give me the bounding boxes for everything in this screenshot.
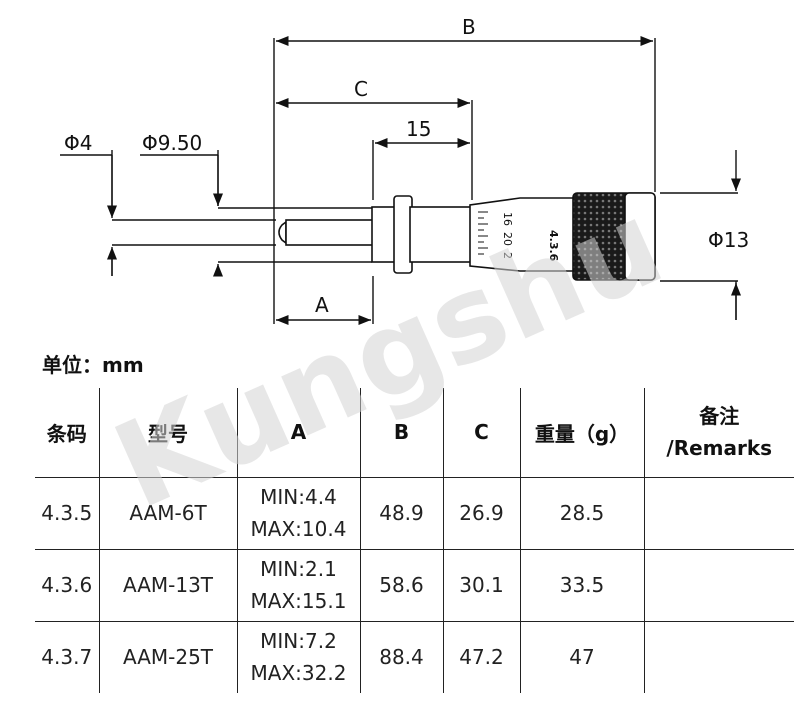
dimension-lines	[60, 35, 742, 326]
header-weight: 重量（g）	[519, 388, 645, 478]
dim-phi13-label: Φ13	[708, 228, 749, 252]
table-row: 4.3.6 AAM-13T MIN:2.1 MAX:15.1 58.6 30.1…	[35, 548, 794, 622]
dim-b-label: B	[462, 15, 476, 39]
extension-lines	[111, 38, 738, 324]
thimble-mark-20: 20	[501, 232, 514, 246]
cell-a: MIN:7.2 MAX:32.2	[236, 620, 361, 693]
cell-a-max: MAX:10.4	[250, 517, 347, 541]
sleeve	[371, 206, 397, 263]
cell-a-min: MIN:4.4	[260, 485, 337, 509]
cell-code: 4.3.6	[35, 548, 100, 622]
ratchet-cap	[624, 192, 656, 281]
dim-phi4-label: Φ4	[64, 131, 92, 155]
unit-label: 单位：mm	[42, 353, 144, 377]
cell-model: AAM-6T	[98, 476, 238, 550]
cell-remarks	[643, 620, 794, 693]
cell-b: 48.9	[359, 476, 444, 550]
header-c: C	[442, 388, 521, 478]
thimble-mark-16: 16	[501, 212, 514, 226]
table-row: 4.3.5 AAM-6T MIN:4.4 MAX:10.4 48.9 26.9 …	[35, 476, 794, 550]
cell-a-min: MIN:2.1	[260, 557, 337, 581]
cell-weight: 47	[519, 620, 645, 693]
cell-a-max: MAX:32.2	[250, 661, 347, 686]
micrometer-body	[278, 192, 656, 281]
cell-a: MIN:4.4 MAX:10.4	[236, 476, 361, 550]
spindle-tip	[278, 220, 287, 245]
header-remarks-en: /Remarks	[666, 436, 773, 461]
cell-b: 88.4	[359, 620, 444, 693]
micrometer-head-drawing: B C 15 A Φ4 Φ9.50 Φ13 16 20 2 4.3.6	[60, 15, 749, 326]
dim-a-label: A	[315, 293, 329, 317]
spec-table: 条码 型号 A B C 重量（g） 备注 /Remarks 4.3.5 AAM-…	[35, 388, 794, 693]
cell-model: AAM-25T	[98, 620, 238, 693]
cell-remarks	[643, 548, 794, 622]
dim-15-label: 15	[406, 117, 431, 141]
table-row: 4.3.7 AAM-25T MIN:7.2 MAX:32.2 88.4 47.2…	[35, 620, 794, 693]
header-remarks-cn: 备注	[699, 404, 740, 429]
cell-code: 4.3.7	[35, 620, 100, 693]
cell-model: AAM-13T	[98, 548, 238, 622]
dim-phi950-label: Φ9.50	[142, 131, 202, 155]
cell-c: 47.2	[442, 620, 521, 693]
cell-c: 26.9	[442, 476, 521, 550]
header-row: 条码 型号 A B C 重量（g） 备注 /Remarks	[35, 388, 794, 478]
header-code: 条码	[35, 388, 100, 478]
cell-code: 4.3.5	[35, 476, 100, 550]
thimble-graduations	[478, 211, 488, 255]
thimble-mark-2: 2	[501, 252, 514, 259]
header-a: A	[236, 388, 361, 478]
barrel	[409, 206, 473, 263]
barrel-marking: 4.3.6	[547, 230, 560, 262]
cell-c: 30.1	[442, 548, 521, 622]
spindle	[285, 219, 375, 246]
cell-a: MIN:2.1 MAX:15.1	[236, 548, 361, 622]
cell-remarks	[643, 476, 794, 550]
cell-weight: 28.5	[519, 476, 645, 550]
cell-weight: 33.5	[519, 548, 645, 622]
cell-a-min: MIN:7.2	[260, 629, 337, 654]
header-model: 型号	[98, 388, 238, 478]
dim-c-label: C	[354, 77, 368, 101]
cell-a-max: MAX:15.1	[250, 589, 347, 613]
cell-b: 58.6	[359, 548, 444, 622]
header-remarks: 备注 /Remarks	[643, 388, 794, 478]
header-b: B	[359, 388, 444, 478]
thimble-numbers: 16 20 2	[501, 212, 514, 259]
